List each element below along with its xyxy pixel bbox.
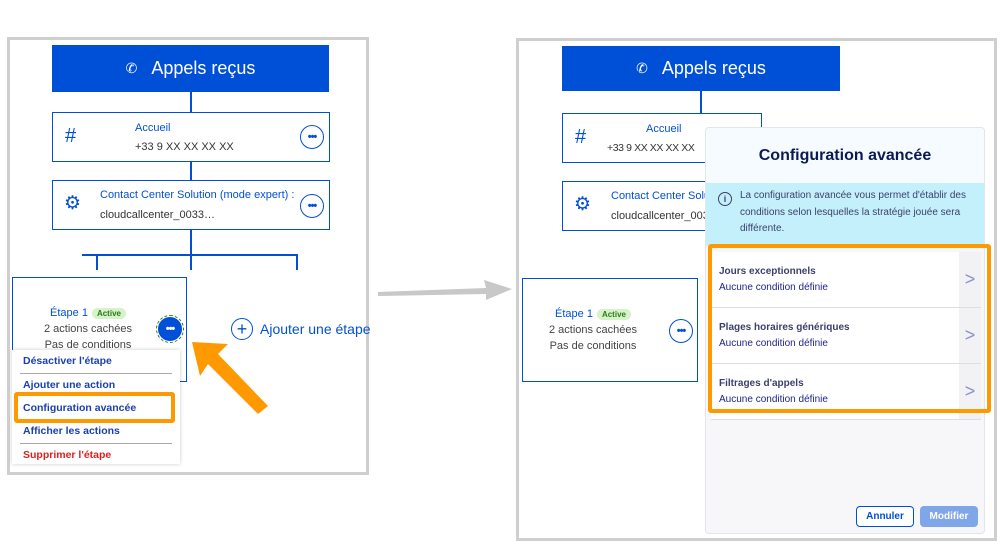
info-icon: i: [718, 192, 732, 206]
advanced-config-panel: Configuration avancée i La configuration…: [705, 127, 985, 534]
info-banner: i La configuration avancée vous permet d…: [706, 183, 984, 246]
hash-icon: #: [575, 126, 587, 148]
row-generic-time-slots[interactable]: Plages horaires génériques Aucune condit…: [711, 308, 981, 364]
more-options-button[interactable]: •••: [300, 125, 324, 149]
status-badge: Active: [91, 308, 126, 319]
highlight-box: [14, 392, 175, 423]
connector: [190, 254, 192, 270]
phone-icon: ✆: [125, 60, 138, 76]
chevron-right-icon: >: [959, 252, 981, 307]
cancel-button[interactable]: Annuler: [856, 506, 914, 527]
connector: [190, 162, 192, 180]
menu-item-deactivate[interactable]: Désactiver l'étape: [23, 355, 112, 367]
connector: [700, 91, 702, 113]
connector: [96, 254, 98, 270]
gear-icon: ⚙: [64, 193, 82, 214]
chevron-right-icon: >: [959, 308, 981, 363]
connector: [190, 92, 192, 112]
menu-item-delete[interactable]: Supprimer l'étape: [23, 449, 112, 461]
gray-arrow-icon: [378, 280, 512, 300]
incoming-calls-header: ✆ Appels reçus: [52, 45, 329, 92]
status-badge: Active: [596, 309, 631, 320]
more-options-button[interactable]: •••: [300, 194, 324, 218]
highlight-box: [708, 244, 991, 413]
connector: [296, 254, 298, 270]
chevron-right-icon: >: [959, 364, 981, 419]
node-contact-center[interactable]: ⚙ Contact Center Solution (mode expert) …: [52, 180, 330, 230]
gear-icon: ⚙: [574, 194, 592, 215]
step-more-button[interactable]: •••: [156, 315, 184, 343]
menu-item-advanced-config[interactable]: Configuration avancée: [23, 402, 137, 414]
menu-item-add-action[interactable]: Ajouter une action: [23, 379, 116, 391]
divider: [20, 443, 172, 444]
node-accueil[interactable]: # Accueil +33 9 XX XX XX XX •••: [52, 112, 330, 162]
add-step-button[interactable]: + Ajouter une étape: [231, 318, 371, 340]
divider: [20, 373, 172, 374]
modify-button[interactable]: Modifier: [920, 506, 978, 527]
menu-item-show-actions[interactable]: Afficher les actions: [23, 425, 120, 437]
panel-title: Configuration avancée: [758, 146, 932, 164]
row-exceptional-days[interactable]: Jours exceptionnels Aucune condition déf…: [711, 252, 981, 308]
incoming-calls-header: ✆ Appels reçus: [562, 46, 840, 91]
step-context-menu: Désactiver l'étape Ajouter une action Co…: [12, 350, 180, 464]
orange-arrow-icon: [192, 342, 268, 414]
phone-icon: ✆: [636, 60, 648, 76]
hash-icon: #: [65, 125, 77, 147]
connector: [190, 230, 192, 255]
panel-header: Configuration avancée: [706, 128, 984, 183]
plus-circle-icon: +: [231, 318, 253, 340]
step-more-button[interactable]: •••: [669, 319, 693, 343]
